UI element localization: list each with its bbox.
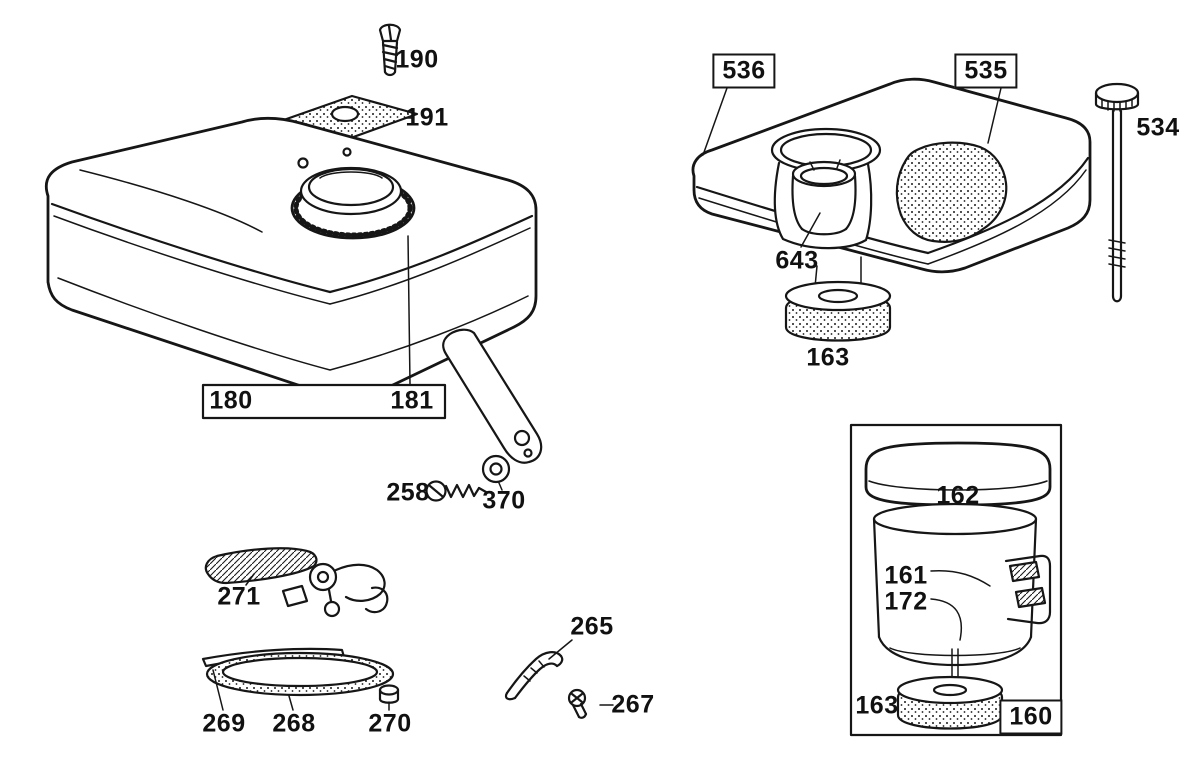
fuel-tank-left-art bbox=[45, 116, 538, 400]
fuel-cap-left-art bbox=[290, 166, 416, 385]
lever-271-art bbox=[204, 547, 389, 618]
part-label-370: 370 bbox=[482, 486, 526, 515]
part-label-643: 643 bbox=[775, 246, 819, 275]
foam-strip-535-art bbox=[895, 141, 1008, 243]
screw-258-art bbox=[425, 480, 488, 502]
part-label-160: 160 bbox=[999, 699, 1063, 735]
callout-leaders-right-tank bbox=[702, 87, 1002, 156]
part-label-268: 268 bbox=[272, 709, 316, 738]
part-label-190: 190 bbox=[395, 45, 439, 74]
part-label-270: 270 bbox=[368, 709, 412, 738]
clip-265-art bbox=[504, 639, 573, 701]
part-label-162: 162 bbox=[936, 481, 980, 510]
screw-190-art bbox=[378, 23, 402, 77]
part-label-180: 180 bbox=[209, 386, 253, 415]
part-label-163-cleaner: 163 bbox=[855, 691, 899, 720]
callout-box-180-181 bbox=[201, 383, 447, 420]
pickup-cup-643-art bbox=[791, 159, 857, 248]
foam-grommet-163-tank-art bbox=[784, 256, 892, 342]
part-label-536: 536 bbox=[712, 53, 776, 89]
air-cleaner-160-art bbox=[849, 423, 1063, 737]
part-label-172: 172 bbox=[884, 587, 928, 616]
part-label-265: 265 bbox=[570, 612, 614, 641]
part-label-267: 267 bbox=[611, 690, 655, 719]
dipstick-534-art bbox=[1094, 82, 1140, 303]
part-label-191: 191 bbox=[405, 103, 449, 132]
mounting-bracket-art bbox=[442, 328, 543, 464]
part-label-163-tank: 163 bbox=[806, 343, 850, 372]
gasket-ring-268-269-270-art bbox=[201, 647, 400, 711]
part-label-534: 534 bbox=[1136, 113, 1180, 142]
screw-267-art bbox=[567, 688, 614, 719]
part-label-269: 269 bbox=[202, 709, 246, 738]
part-label-181: 181 bbox=[390, 386, 434, 415]
part-label-535: 535 bbox=[954, 53, 1018, 89]
part-label-271: 271 bbox=[217, 582, 261, 611]
washer-370-art bbox=[481, 454, 511, 491]
part-label-258: 258 bbox=[386, 478, 430, 507]
part-label-161: 161 bbox=[884, 561, 928, 590]
